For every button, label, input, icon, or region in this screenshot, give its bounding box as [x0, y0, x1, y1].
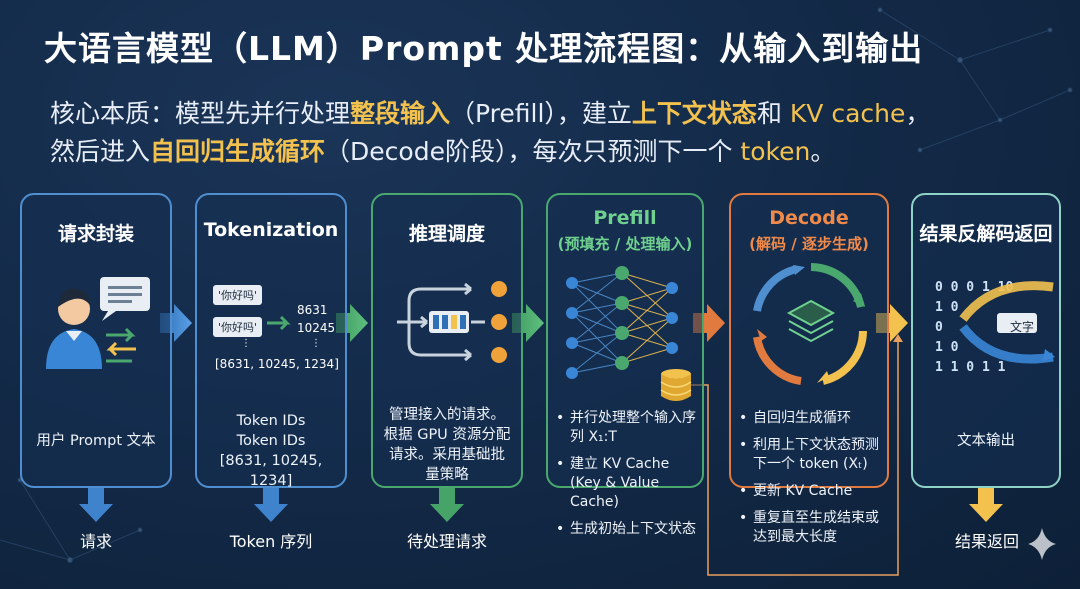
stage-result-decoding: 结果反解码返回 0 0 0 1 10 1 0 0 1 0 1 1 0 1 1 文… — [911, 193, 1061, 488]
output-result-return: 结果返回 — [954, 532, 1019, 551]
arrow-right-icon — [267, 315, 291, 331]
bullet-item: 生成初始上下文状态 — [556, 520, 698, 539]
desc-line: Token IDs — [236, 413, 306, 429]
token-id: 10245 — [297, 321, 336, 335]
stage-title: 请求封装 — [57, 223, 134, 245]
output-request: 请求 — [79, 532, 112, 551]
subtitle-text: （Decode阶段），每次只预测下一个 — [325, 137, 741, 166]
stage-desc: 管理接入的请求。根据 GPU 资源分配请求。采用基础批量策略 — [383, 407, 511, 483]
subtitle-text: （Prefill），建立 — [450, 99, 632, 128]
token-chip: '你好吗' — [213, 285, 263, 305]
database-icon — [660, 369, 692, 401]
desc-line: [8631, 10245, 1234] — [219, 453, 323, 489]
text-tag: 文字 — [1010, 320, 1035, 334]
output-token-sequence: Token 序列 — [229, 532, 313, 551]
subtitle-text: 核心本质：模型先并行处理 — [50, 99, 351, 128]
down-arrow-1 — [79, 488, 113, 522]
stage-prefill: Prefill (预填充 / 处理输入) 并行处理整个输入序列 X₁:T 建立 … — [546, 193, 704, 539]
prefill-bullets: 并行处理整个输入序列 X₁:T 建立 KV Cache (Key & Value… — [556, 409, 698, 547]
highlight-token: token — [740, 137, 811, 166]
stage-desc: Token IDs Token IDs [8631, 10245, 1234] — [197, 411, 345, 491]
bullet-item: 自回归生成循环 — [739, 409, 883, 428]
stage-title: 结果反解码返回 — [919, 223, 1053, 245]
user-chat-icon — [46, 277, 150, 369]
subtitle-line-1: 核心本质：模型先并行处理整段输入（Prefill），建立上下文状态和 KV ca… — [50, 95, 1050, 133]
stage-subtitle: (解码 / 逐步生成) — [749, 235, 869, 253]
stage-request-packaging: 请求封装 用户 Prompt 文本 — [20, 193, 172, 488]
bullet-item: 重复直至生成结束或达到最大长度 — [739, 509, 883, 547]
neural-network-icon — [566, 266, 678, 379]
svg-text:0: 0 — [935, 320, 943, 335]
bullet-item: 更新 KV Cache — [739, 482, 883, 501]
highlight-autoregressive-loop: 自回归生成循环 — [150, 137, 326, 166]
binary-to-text-icon: 0 0 0 1 10 1 0 0 1 0 1 1 0 1 1 — [935, 280, 1055, 375]
stage-desc: 用户 Prompt 文本 — [36, 433, 156, 449]
ellipsis-icon: ⋮ — [311, 338, 321, 349]
stage-title: Tokenization — [203, 219, 339, 241]
stage-tokenization: Tokenization '你好吗' '你好吗' 8631 10245 ⋮ ⋮ … — [195, 193, 347, 491]
subtitle-text: 和 — [756, 99, 790, 128]
svg-text:1 0: 1 0 — [935, 340, 959, 355]
down-arrow-2 — [254, 488, 288, 522]
token-ids-list: [8631, 10245, 1234] — [215, 357, 339, 371]
highlight-kv-cache: KV cache — [789, 99, 906, 128]
subtitle-text: 然后进入 — [50, 137, 151, 166]
svg-text:1 0: 1 0 — [935, 300, 959, 315]
down-arrow-3 — [430, 488, 464, 522]
token-id: 8631 — [297, 303, 328, 317]
stage-subtitle: (预填充 / 处理输入) — [557, 235, 693, 253]
highlight-whole-input: 整段输入 — [350, 99, 451, 128]
subtitle: 核心本质：模型先并行处理整段输入（Prefill），建立上下文状态和 KV ca… — [50, 95, 1050, 171]
decode-loop-icon — [753, 263, 867, 385]
bullet-item: 建立 KV Cache (Key & Value Cache) — [556, 455, 698, 512]
subtitle-text: ， — [905, 99, 931, 128]
output-pending-requests: 待处理请求 — [406, 532, 487, 551]
highlight-context-state: 上下文状态 — [631, 99, 757, 128]
stage-title: 推理调度 — [408, 223, 485, 245]
stage-decode: Decode (解码 / 逐步生成) 自回归生成循环 利用上下文状态预测下一个 … — [729, 193, 889, 545]
scheduler-queue-icon — [397, 281, 507, 363]
stage-title: Decode — [769, 207, 849, 229]
stage-title: Prefill — [593, 207, 657, 229]
stage-desc: 文本输出 — [957, 433, 1015, 449]
desc-line: Token IDs — [236, 433, 306, 449]
subtitle-text: 。 — [810, 137, 836, 166]
token-chip: '你好吗' — [213, 317, 263, 337]
bullet-item: 并行处理整个输入序列 X₁:T — [556, 409, 698, 447]
bullet-item: 利用上下文状态预测下一个 token (Xₜ) — [739, 436, 883, 474]
ellipsis-icon: ⋮ — [241, 338, 251, 349]
stage-inference-scheduling: 推理调度 管理接入的请求。根据 GPU 资源分配请求。采用基础批量策略 — [371, 193, 523, 488]
decode-bullets: 自回归生成循环 利用上下文状态预测下一个 token (Xₜ) 更新 KV Ca… — [739, 409, 883, 555]
subtitle-line-2: 然后进入自回归生成循环（Decode阶段），每次只预测下一个 token。 — [50, 133, 1050, 171]
down-arrow-6 — [969, 488, 1003, 522]
page-title: 大语言模型（LLM）Prompt 处理流程图：从输入到输出 — [44, 29, 924, 68]
svg-text:1 1 0 1 1: 1 1 0 1 1 — [935, 360, 1006, 375]
